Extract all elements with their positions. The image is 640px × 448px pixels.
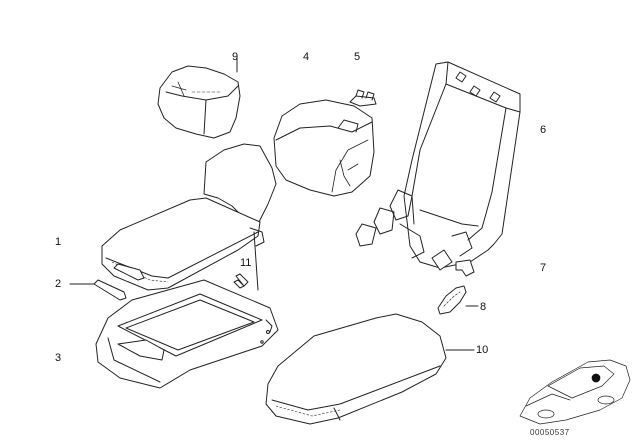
callout-5: 5: [354, 51, 361, 63]
part-11-pins: [233, 231, 259, 291]
highlight-location-marker: [591, 373, 601, 383]
part-6-backrest-frame: [355, 61, 521, 271]
callout-9: 9: [232, 51, 239, 63]
part-9-cushion-pad: [157, 65, 241, 139]
part-5-clip: [349, 89, 377, 107]
part-2-trim-strip: [93, 263, 145, 301]
part-3-armrest-base: [95, 279, 279, 389]
vehicle-thumbnail: [519, 359, 631, 425]
callout-6: 6: [540, 124, 547, 136]
part-4-armrest-cover: [273, 99, 375, 197]
callout-10: 10: [476, 344, 489, 356]
callout-8: 8: [480, 301, 487, 313]
catalog-number: 00050537: [530, 428, 570, 437]
callout-11: 11: [240, 257, 252, 269]
part-10-armrest-cushion: [265, 313, 447, 425]
part-8-release-lever: [437, 285, 467, 315]
callout-1: 1: [55, 236, 62, 248]
hinge-cover-panel: [203, 143, 277, 225]
callout-3: 3: [55, 352, 62, 364]
callout-2: 2: [55, 278, 62, 290]
part-7-bracket: [455, 259, 475, 277]
callout-7: 7: [540, 262, 547, 274]
callout-4: 4: [303, 51, 310, 63]
